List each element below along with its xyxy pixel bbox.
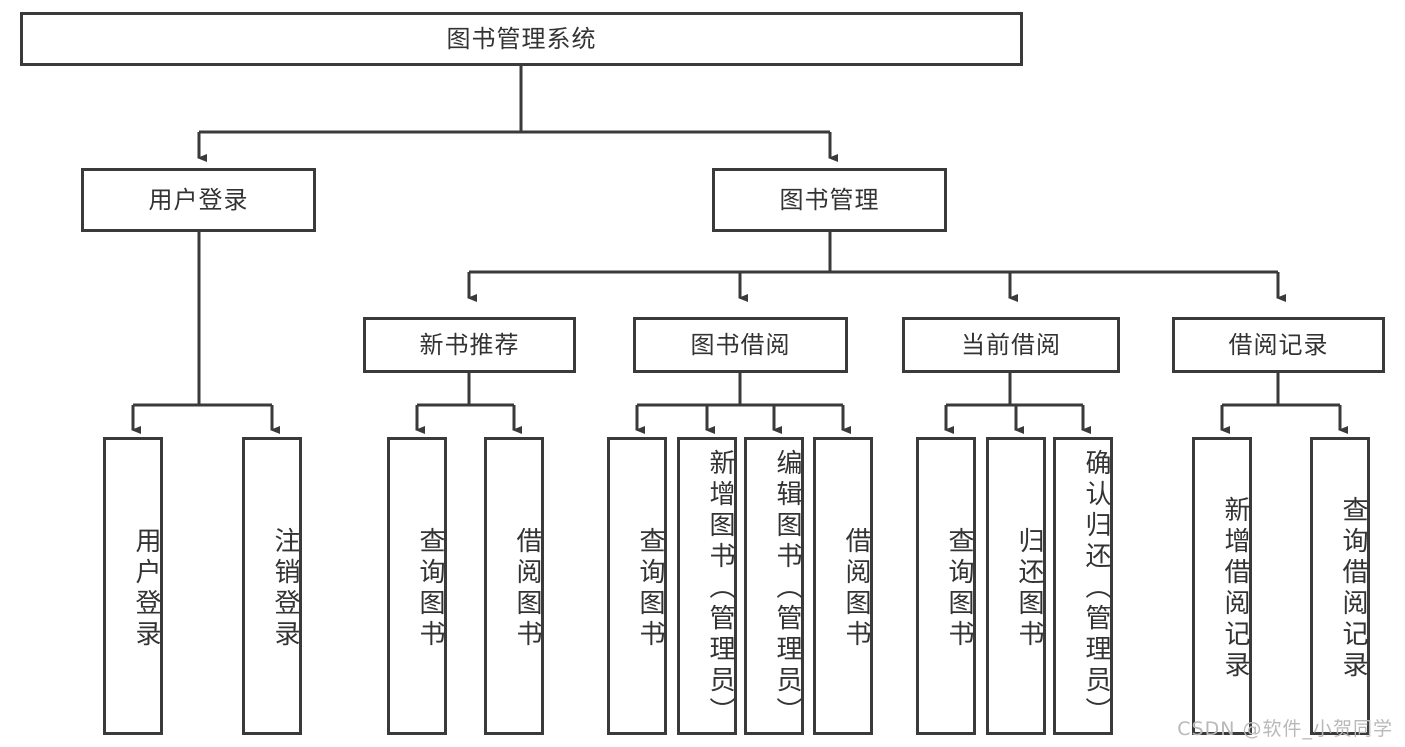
node-leaf-edit-book-label: 编辑图书（管理员）	[772, 448, 802, 728]
node-leaf-borrow-book-2-label: 借阅图书	[841, 527, 871, 651]
node-leaf-borrow-book-1-label: 借阅图书	[512, 527, 542, 651]
node-borrow-record[interactable]: 借阅记录	[1172, 317, 1385, 373]
node-leaf-return-book-label: 归还图书	[1014, 527, 1044, 651]
node-leaf-query-book-2[interactable]: 查询图书	[607, 437, 667, 735]
node-leaf-return-book[interactable]: 归还图书	[986, 437, 1046, 735]
node-leaf-add-book[interactable]: 新增图书（管理员）	[677, 437, 737, 735]
node-root[interactable]: 图书管理系统	[20, 12, 1023, 66]
node-root-label: 图书管理系统	[446, 24, 597, 53]
node-leaf-borrow-book-2[interactable]: 借阅图书	[813, 437, 873, 735]
node-book-borrow-label: 图书借阅	[690, 330, 791, 359]
node-leaf-query-record[interactable]: 查询借阅记录	[1310, 437, 1370, 735]
node-leaf-borrow-book-1[interactable]: 借阅图书	[484, 437, 544, 735]
node-leaf-query-book-1[interactable]: 查询图书	[387, 437, 447, 735]
node-current-borrow[interactable]: 当前借阅	[902, 317, 1120, 373]
node-book-manage[interactable]: 图书管理	[712, 168, 947, 232]
node-leaf-query-book-2-label: 查询图书	[635, 527, 665, 651]
node-leaf-user-login-label: 用户登录	[131, 527, 161, 651]
node-leaf-add-record-label: 新增借阅记录	[1220, 496, 1250, 682]
node-book-borrow[interactable]: 图书借阅	[633, 317, 848, 373]
node-leaf-user-logout-label: 注销登录	[270, 527, 300, 651]
node-leaf-user-logout[interactable]: 注销登录	[242, 437, 302, 735]
node-new-book-recommend-label: 新书推荐	[419, 330, 520, 359]
node-leaf-edit-book[interactable]: 编辑图书（管理员）	[744, 437, 804, 735]
node-borrow-record-label: 借阅记录	[1228, 330, 1329, 359]
node-leaf-user-login[interactable]: 用户登录	[103, 437, 163, 735]
node-user-login-label: 用户登录	[148, 185, 249, 214]
node-leaf-query-book-3[interactable]: 查询图书	[916, 437, 976, 735]
node-book-manage-label: 图书管理	[779, 185, 880, 214]
node-leaf-confirm-return-label: 确认归还（管理员）	[1081, 448, 1111, 728]
node-leaf-query-book-3-label: 查询图书	[944, 527, 974, 651]
node-leaf-confirm-return[interactable]: 确认归还（管理员）	[1053, 437, 1113, 735]
node-new-book-recommend[interactable]: 新书推荐	[363, 317, 576, 373]
node-user-login[interactable]: 用户登录	[81, 168, 316, 232]
watermark: CSDN @软件_小贺同学	[1177, 718, 1393, 740]
node-leaf-add-record[interactable]: 新增借阅记录	[1192, 437, 1252, 735]
node-leaf-query-book-1-label: 查询图书	[415, 527, 445, 651]
node-leaf-add-book-label: 新增图书（管理员）	[705, 448, 735, 728]
node-leaf-query-record-label: 查询借阅记录	[1338, 496, 1368, 682]
node-current-borrow-label: 当前借阅	[961, 330, 1061, 359]
